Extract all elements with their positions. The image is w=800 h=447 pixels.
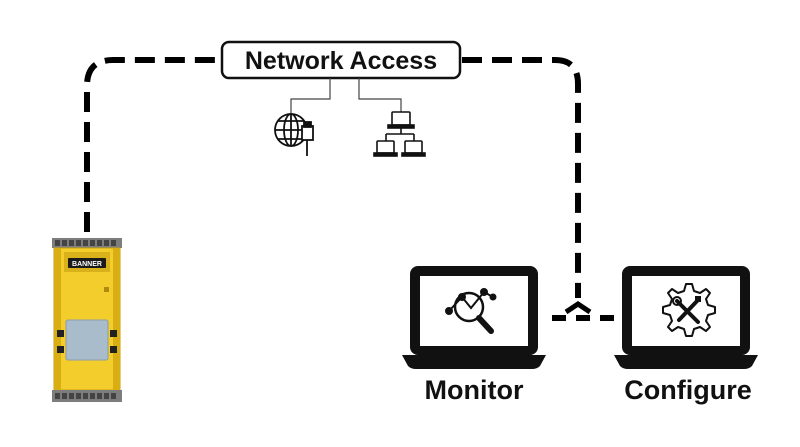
network-branch-lines	[290, 78, 402, 114]
banner-device: BANNER	[52, 238, 122, 402]
configure-laptop	[614, 266, 758, 369]
monitor-laptop	[402, 266, 546, 369]
right-connection-line	[462, 57, 581, 298]
computer-network-icon	[373, 111, 426, 157]
chart-magnifier-icon	[445, 288, 497, 334]
network-access-box: Network Access	[220, 40, 462, 80]
left-connection-line	[84, 57, 220, 232]
configure-label: Configure	[624, 375, 752, 405]
gear-tools-icon	[662, 283, 716, 337]
connection-lines	[84, 57, 620, 321]
network-access-label: Network Access	[245, 47, 437, 75]
device-brand-label: BANNER	[72, 261, 102, 268]
monitor-label: Monitor	[425, 375, 524, 405]
junction-stem	[564, 300, 592, 315]
globe-ethernet-plug-icon	[274, 113, 314, 156]
